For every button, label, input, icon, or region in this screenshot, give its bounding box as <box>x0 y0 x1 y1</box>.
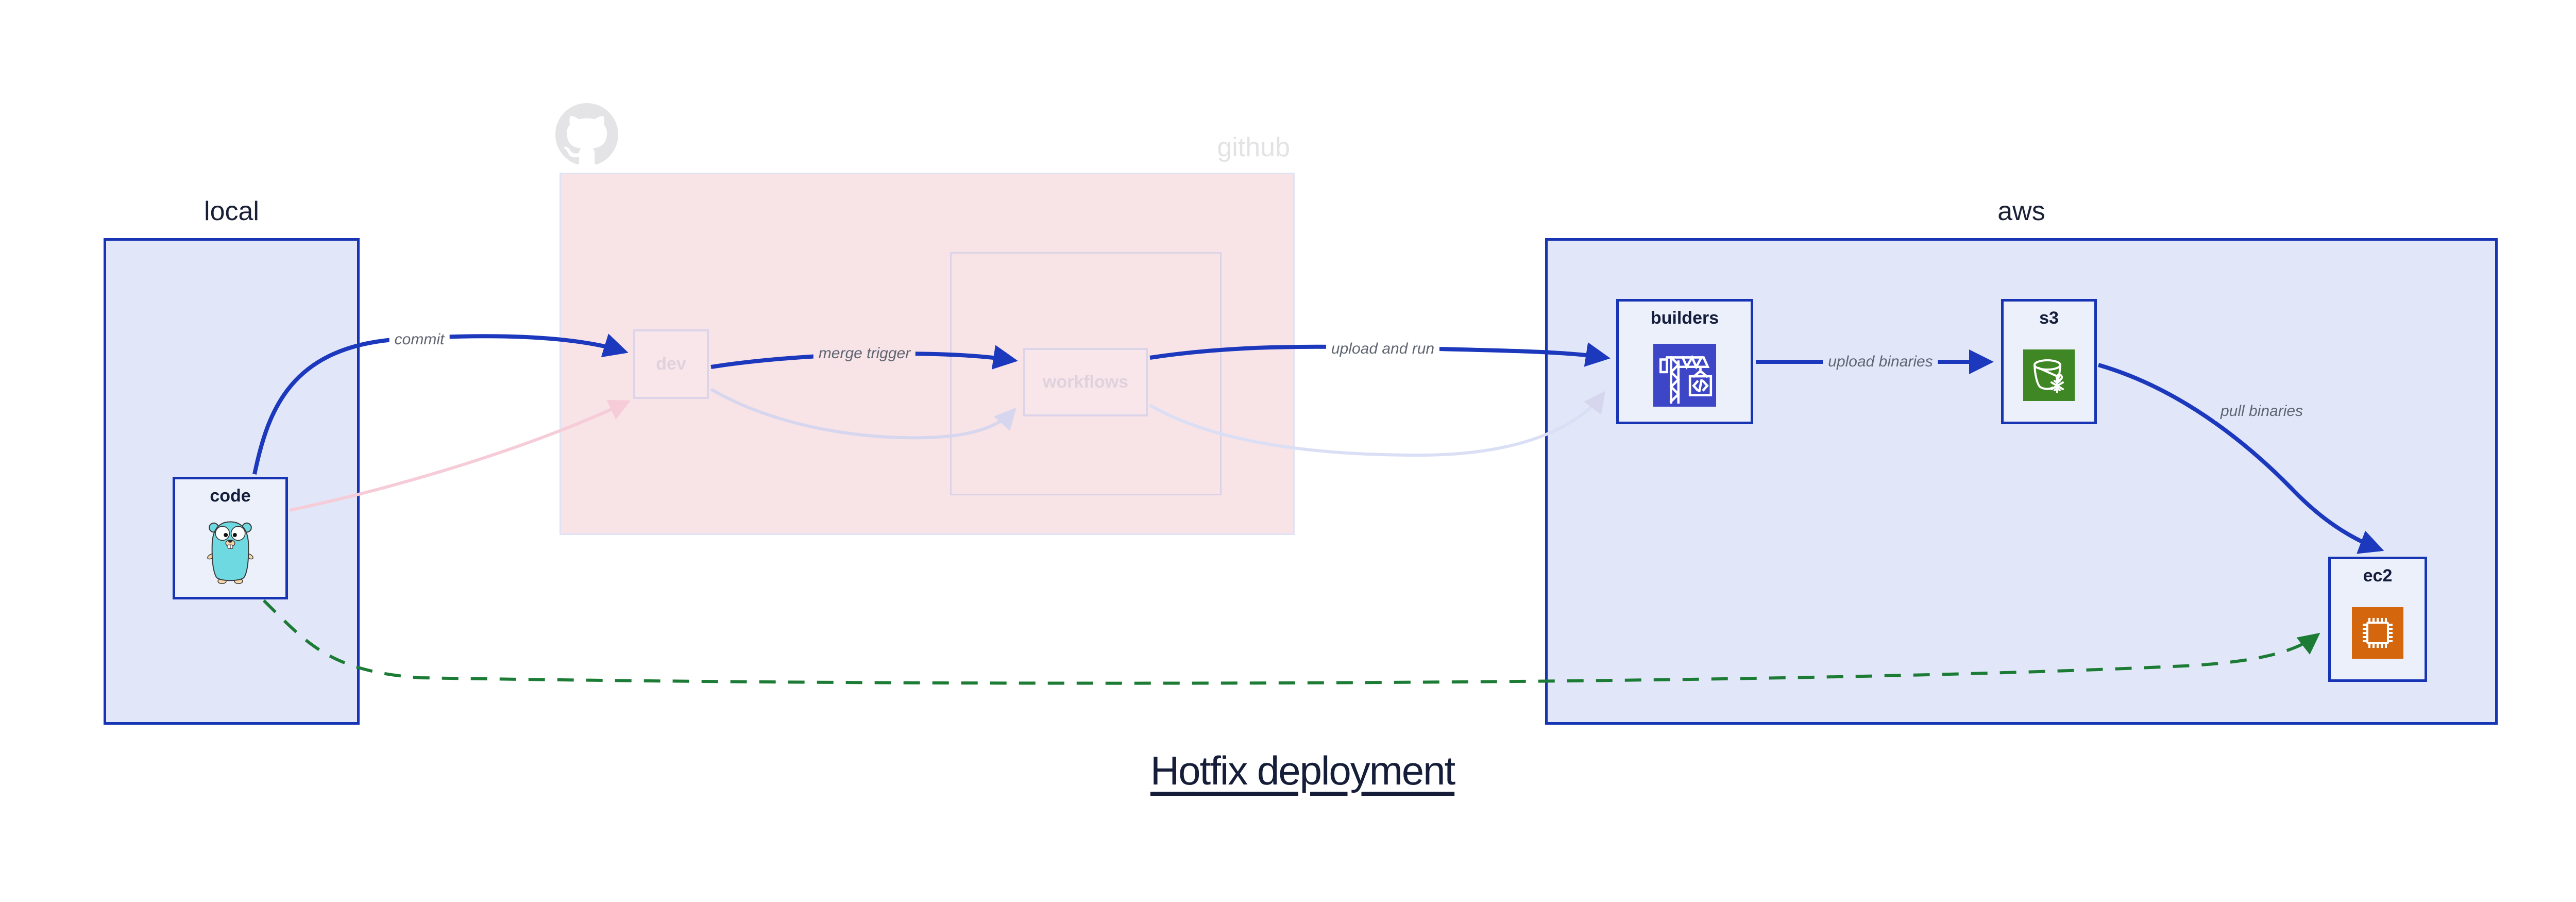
node-s3: s3 <box>2001 299 2097 424</box>
local-region-label: local <box>204 196 259 226</box>
node-code: code <box>173 477 288 599</box>
node-ec2: ec2 <box>2328 557 2427 682</box>
ec2-chip-icon <box>2352 587 2403 679</box>
aws-region-label: aws <box>1997 196 2045 226</box>
node-builders: builders <box>1616 299 1753 424</box>
node-workflows-label: workflows <box>1042 372 1129 392</box>
edge-label-merge-trigger: merge trigger <box>813 344 916 363</box>
page-title: Hotfix deployment <box>1150 748 1455 793</box>
node-builders-label: builders <box>1650 308 1719 328</box>
node-workflows: workflows <box>1023 348 1148 416</box>
node-s3-label: s3 <box>2039 308 2059 328</box>
node-dev-label: dev <box>656 354 686 374</box>
edge-label-upload-binaries: upload binaries <box>1823 352 1938 372</box>
github-octocat-icon <box>555 103 618 166</box>
go-gopher-icon <box>206 507 255 597</box>
edge-label-pull-binaries: pull binaries <box>2215 402 2309 421</box>
node-ec2-label: ec2 <box>2363 566 2393 586</box>
codebuild-crane-icon <box>1653 329 1716 422</box>
edge-label-upload-and-run: upload and run <box>1326 339 1440 359</box>
node-code-label: code <box>210 486 251 506</box>
github-region-label: github <box>1217 132 1290 162</box>
s3-glacier-bucket-icon <box>2023 329 2075 422</box>
edge-label-commit: commit <box>389 330 450 349</box>
master-branch-box <box>950 252 1222 495</box>
node-dev: dev <box>633 329 709 399</box>
